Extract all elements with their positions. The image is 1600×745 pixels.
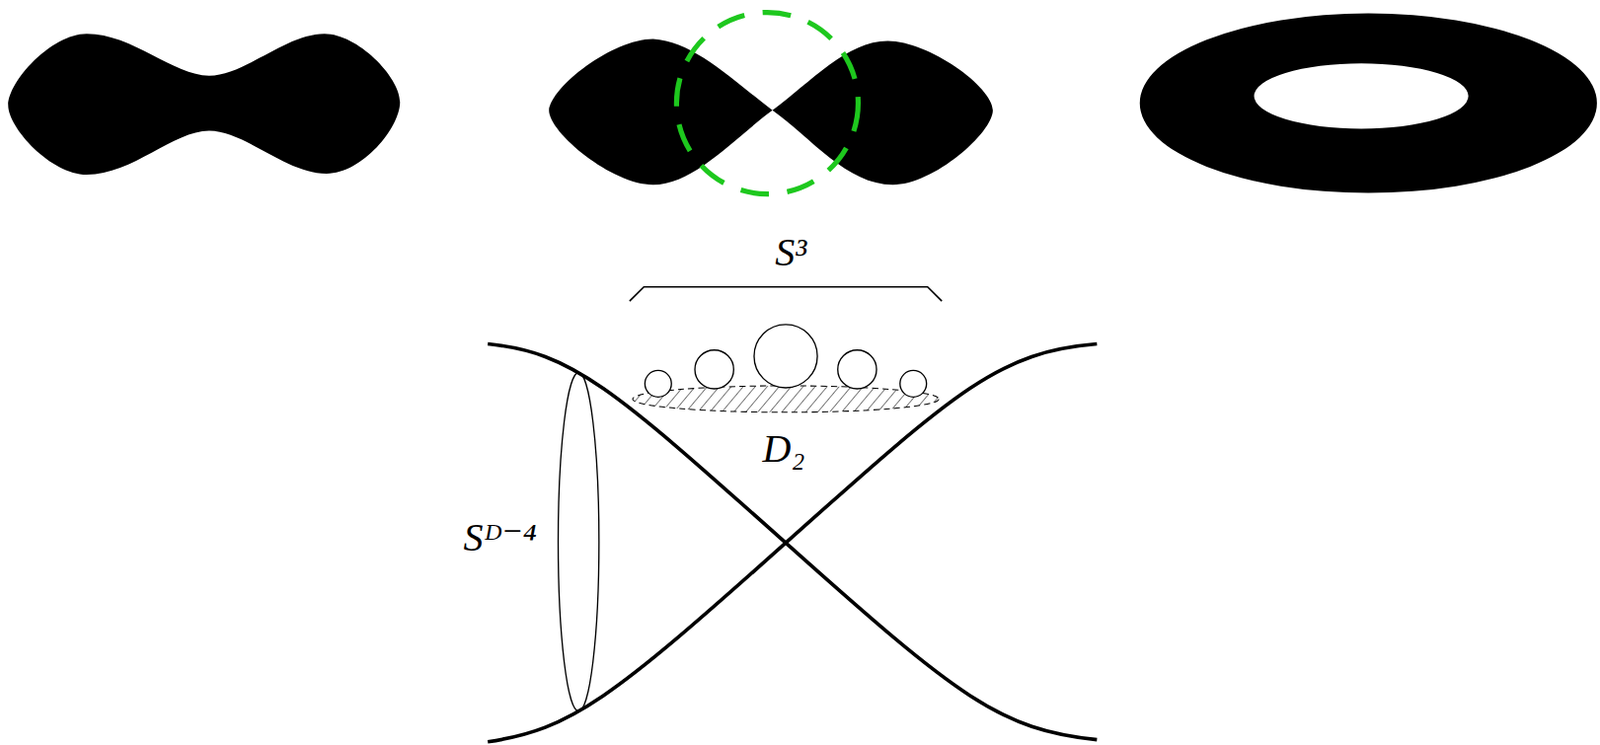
pinched-shape xyxy=(548,38,993,185)
zoom-circle xyxy=(676,12,858,195)
black-ring-shape xyxy=(1140,13,1598,194)
math-label: S³ xyxy=(774,232,807,273)
neck-curve xyxy=(487,344,1097,741)
math-label: D₂ xyxy=(762,429,806,469)
bracket xyxy=(629,287,942,302)
neck-curve xyxy=(487,344,1097,743)
spheres xyxy=(644,324,926,397)
black-hole-shape xyxy=(7,33,400,175)
disk xyxy=(632,385,939,413)
math-label: Sᴰ⁻⁴ xyxy=(462,518,536,558)
sphere-ring xyxy=(557,373,599,712)
